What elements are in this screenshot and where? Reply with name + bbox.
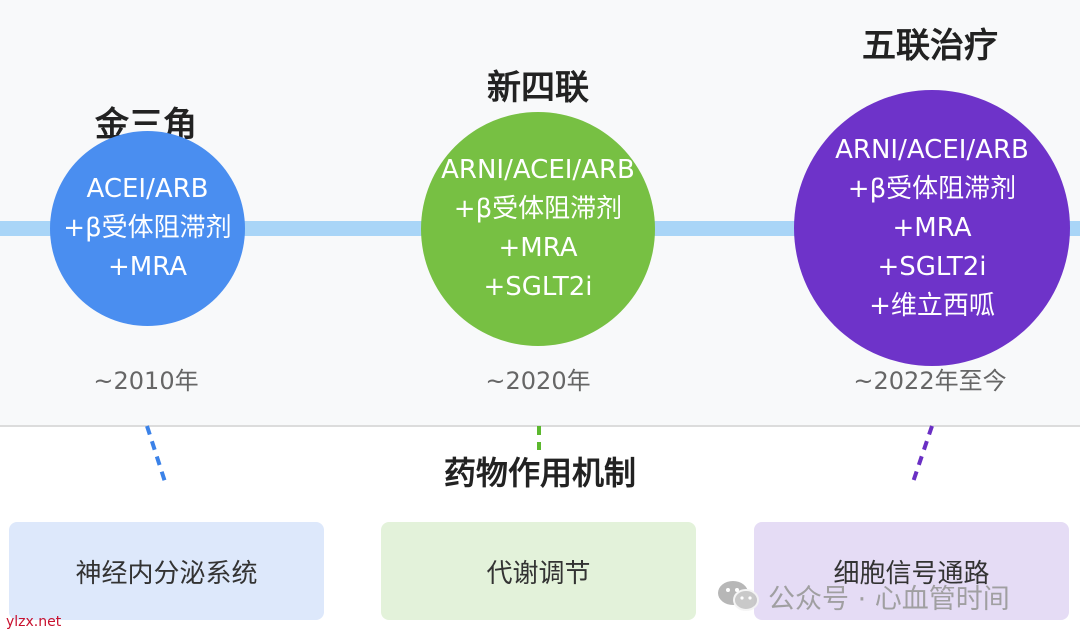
connector-line-signaling (910, 425, 934, 486)
era-drug-line: +SGLT2i (483, 272, 593, 302)
mechanism-label: 代谢调节 (486, 558, 591, 589)
era-drug-line: +MRA (107, 252, 187, 282)
era-circle-2020: ARNI/ACEI/ARB +β受体阻滞剂 +MRA +SGLT2i (421, 112, 655, 346)
era-date-2010: ~2010年 (93, 367, 199, 395)
site-label[interactable]: ylzx.net (6, 614, 62, 630)
era-drug-line: +MRA (498, 233, 578, 263)
era-drug-line: +β受体阻滞剂 (63, 213, 232, 243)
era-drug-line: +MRA (892, 212, 972, 243)
era-circle-2010: ACEI/ARB +β受体阻滞剂 +MRA (50, 131, 245, 326)
era-drug-line: +SGLT2i (877, 251, 987, 282)
watermark-text: 公众号 · 心血管时间 (768, 583, 1010, 615)
era-date-2022: ~2022年至今 (853, 367, 1007, 395)
era-drug-line: +β受体阻滞剂 (847, 173, 1017, 204)
era-drug-line: +维立西呱 (869, 290, 995, 321)
era-drug-line: ARNI/ACEI/ARB (441, 155, 635, 185)
era-title-new-quadruple: 新四联 (487, 68, 589, 108)
era-drug-line: +β受体阻滞剂 (453, 194, 623, 224)
mechanism-box-signaling: 细胞信号通路 (754, 522, 1069, 620)
era-date-2020: ~2020年 (485, 367, 591, 395)
mechanism-box-metabolic: 代谢调节 (381, 522, 696, 620)
era-drug-line: ACEI/ARB (86, 174, 209, 204)
connector-line-neuroendocrine (145, 425, 168, 486)
era-circle-2022: ARNI/ACEI/ARB +β受体阻滞剂 +MRA +SGLT2i +维立西呱 (794, 90, 1070, 366)
mechanism-label: 神经内分泌系统 (75, 558, 258, 589)
wechat-icon (718, 581, 759, 611)
mechanism-box-neuroendocrine: 神经内分泌系统 (9, 522, 324, 620)
era-title-quintuple: 五联治疗 (862, 26, 998, 66)
era-drug-line: ARNI/ACEI/ARB (835, 134, 1029, 165)
mechanism-label: 细胞信号通路 (833, 558, 990, 589)
mechanism-title: 药物作用机制 (443, 454, 636, 492)
watermark: 公众号 · 心血管时间 (716, 576, 1010, 616)
